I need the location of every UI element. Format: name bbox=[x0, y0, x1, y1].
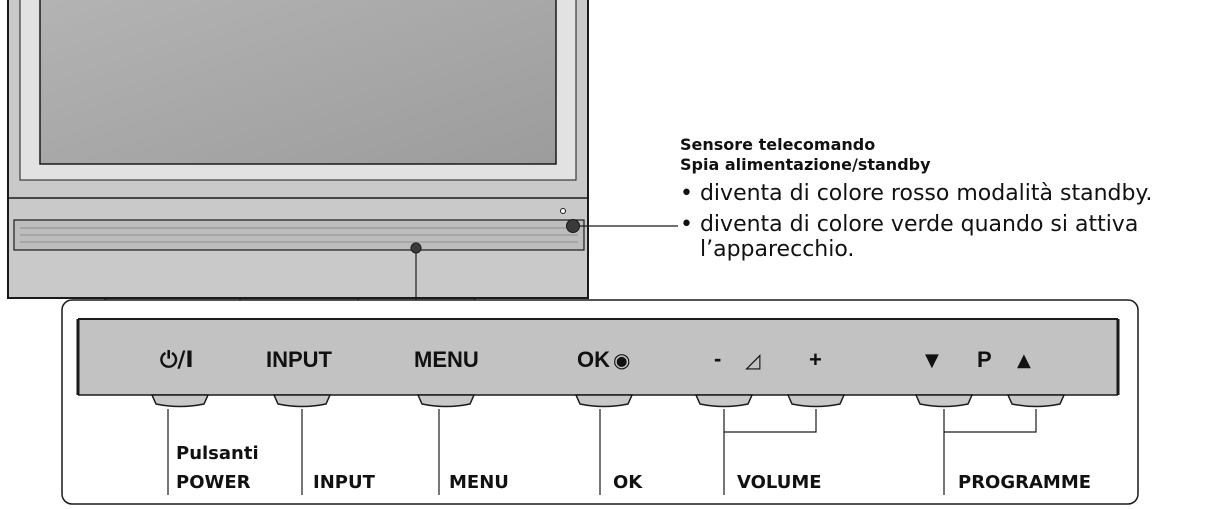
panel-menu-label: MENU bbox=[414, 347, 479, 372]
label-menu: MENU bbox=[449, 472, 509, 493]
tv-body bbox=[7, 0, 589, 299]
programme-p-label: P bbox=[977, 347, 992, 372]
ok-circle-icon: ◉ bbox=[613, 348, 630, 372]
sensor-title-1: Sensore telecomando bbox=[680, 135, 875, 154]
power-button[interactable] bbox=[150, 394, 210, 408]
programme-down-button[interactable] bbox=[914, 394, 974, 408]
sensor-title-2: Spia alimentazione/standby bbox=[680, 155, 931, 174]
control-panel-location-dot bbox=[410, 242, 422, 254]
label-ok: OK bbox=[613, 472, 643, 493]
volume-minus-label: - bbox=[714, 346, 721, 371]
programme-up-button[interactable] bbox=[1006, 394, 1066, 408]
programme-up-icon: ▲ bbox=[1017, 350, 1031, 371]
input-button[interactable] bbox=[272, 394, 332, 408]
panel-input-label: INPUT bbox=[266, 347, 333, 372]
standby-sensor-dot bbox=[566, 219, 580, 233]
sensor-description: Sensore telecomando Spia alimentazione/s… bbox=[680, 135, 1152, 262]
sensor-bullet-standby: • diventa di colore rosso modalità stand… bbox=[680, 181, 1152, 206]
sensor-bullet-active-2: l’apparecchio. bbox=[700, 237, 854, 262]
volume-icon: ◿ bbox=[744, 348, 761, 372]
label-power-2: POWER bbox=[176, 472, 251, 493]
label-volume: VOLUME bbox=[737, 472, 822, 493]
sensor-bullet-active-1: • diventa di colore verde quando si atti… bbox=[680, 212, 1138, 237]
power-icon: ⏻/I bbox=[160, 348, 194, 373]
menu-button[interactable] bbox=[416, 394, 476, 408]
label-input: INPUT bbox=[313, 472, 376, 493]
panel-ok-label: OK bbox=[577, 347, 610, 372]
label-programme: PROGRAMME bbox=[958, 472, 1091, 493]
volume-up-button[interactable] bbox=[786, 394, 846, 408]
tv-screen bbox=[39, 0, 557, 165]
volume-plus-label: + bbox=[809, 347, 822, 372]
volume-down-button[interactable] bbox=[694, 394, 754, 408]
control-panel-strip bbox=[78, 319, 1118, 395]
label-power-1: Pulsanti bbox=[176, 443, 259, 464]
ok-button[interactable] bbox=[574, 394, 634, 408]
programme-down-icon: ▼ bbox=[925, 350, 939, 371]
standby-led-icon bbox=[560, 208, 566, 214]
